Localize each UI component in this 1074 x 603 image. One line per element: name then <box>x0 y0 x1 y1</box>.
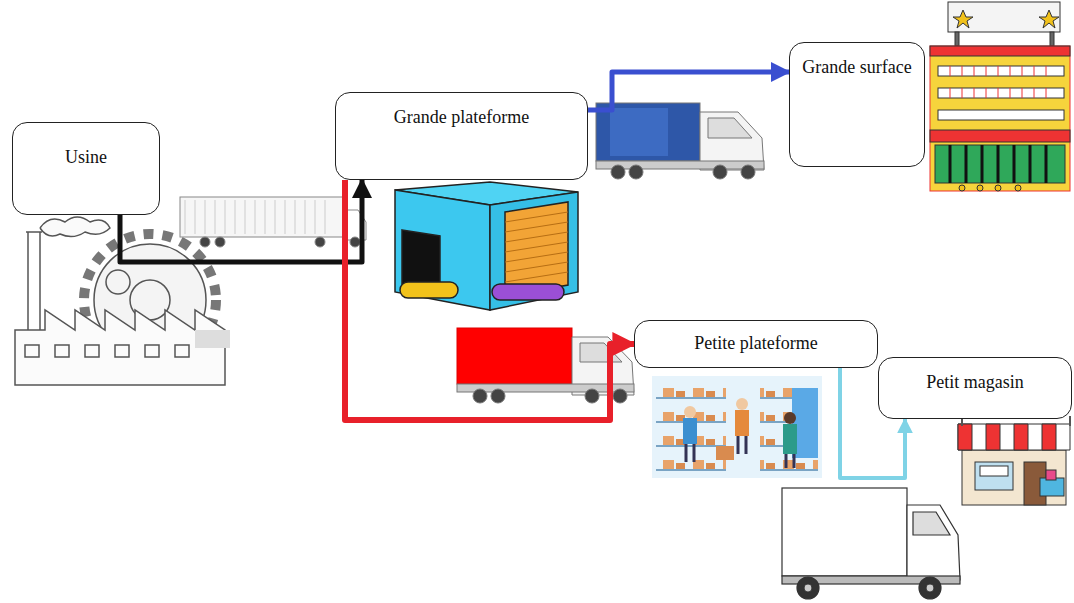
node-label: Grande surface <box>800 57 914 79</box>
store-box: Petit magasin <box>878 357 1072 419</box>
blue-truck <box>596 103 764 179</box>
factory-box: Usine <box>12 122 160 215</box>
node-label: Grande plateforme <box>346 107 577 129</box>
store-box: Grande surface <box>789 42 925 167</box>
white-truck <box>180 197 366 247</box>
node-label: Usine <box>23 147 149 169</box>
shop-drawing <box>958 416 1070 505</box>
platform-box: Petite plateforme <box>634 320 878 368</box>
delivery-truck <box>782 488 960 599</box>
flow-arrow <box>345 180 634 420</box>
node-label: Petit magasin <box>889 372 1061 394</box>
flow-arrow <box>588 72 789 110</box>
warehouse-interior-drawing <box>652 376 822 478</box>
node-label: Petite plateforme <box>645 333 867 355</box>
platform-box: Grande plateforme <box>335 92 588 180</box>
warehouse-drawing <box>395 182 578 310</box>
supermarket-drawing <box>930 2 1070 191</box>
